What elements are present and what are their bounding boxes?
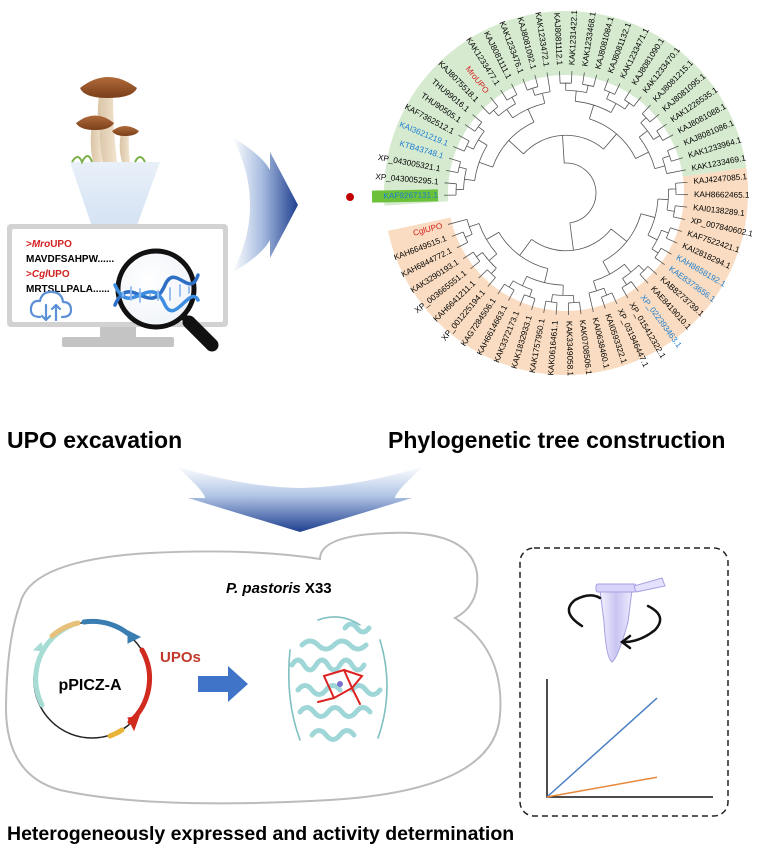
seq1-suffix: UPO (50, 239, 72, 250)
host-strain-italic: P. pastoris (226, 580, 301, 597)
cloud-sync-icon (29, 290, 73, 322)
arrow-down-icon (176, 466, 424, 532)
selected-leaf-marker (346, 193, 355, 202)
tree-branches (444, 71, 688, 315)
chart-axes (546, 679, 713, 798)
plasmid-icon (32, 618, 153, 739)
phylogenetic-tree: KAF9267131.1XP_043005295.1XP_043005321.1… (346, 9, 754, 377)
yeast-cell-icon (4, 531, 502, 805)
panel-title-tree: Phylogenetic tree construction (388, 427, 725, 453)
chart-series-line (546, 697, 658, 798)
expression-panel: P. pastoris X33 pPICZ-A UPOs (4, 531, 729, 845)
tree-leaf-label: KAF9267131.1 (383, 191, 438, 201)
arrow-right-icon (232, 137, 298, 273)
seq2-prefix: > (26, 269, 32, 280)
seq1-italic: Mro (32, 239, 50, 250)
seq2-italic: Cgl (32, 269, 48, 280)
seq1-prefix: > (26, 239, 32, 250)
sequence-text: >MroUPO MAVDFSAHPW...... >CglUPO MRTSLLP… (26, 239, 114, 295)
clade-background-orange (387, 167, 748, 376)
panel-title-excavation: UPO excavation (7, 427, 182, 453)
host-strain-label: P. pastoris X33 (226, 580, 332, 597)
rotation-arrow-icon (567, 594, 662, 650)
host-strain-rest: X33 (301, 580, 332, 597)
protein-structure-icon (287, 616, 388, 742)
arrow-right-icon (198, 666, 248, 702)
chart-series-line (546, 776, 658, 798)
insert-label: UPOs (160, 649, 201, 666)
svg-text:>CglUPO: >CglUPO (26, 269, 70, 280)
plasmid-label: pPICZ-A (58, 677, 122, 694)
leaf-highlight (371, 189, 439, 203)
dna-icon (113, 273, 200, 313)
centrifuge-tube-icon (595, 577, 666, 663)
panel-title-expression: Heterogeneously expressed and activity d… (7, 823, 514, 845)
tree-leaf-label: KAK1231422.1 (567, 9, 579, 65)
assay-box (519, 547, 729, 817)
line-chart-icon (546, 679, 713, 798)
excavation-panel: >MroUPO MAVDFSAHPW...... >CglUPO MRTSLLP… (7, 77, 228, 453)
seq2-suffix: UPO (48, 269, 70, 280)
seq1-residues: MAVDFSAHPW...... (26, 254, 114, 265)
seq2-residues: MRTSLLPALA...... (26, 284, 110, 295)
tree-leaf-label: KAH8662465.1 (694, 190, 750, 200)
tree-leaf-label: KAK3349058.1 (565, 321, 575, 377)
clade-background-green (384, 11, 747, 206)
svg-text:>MroUPO: >MroUPO (26, 239, 72, 250)
tree-leaf-label: KAJ8081112.1 (552, 12, 564, 65)
